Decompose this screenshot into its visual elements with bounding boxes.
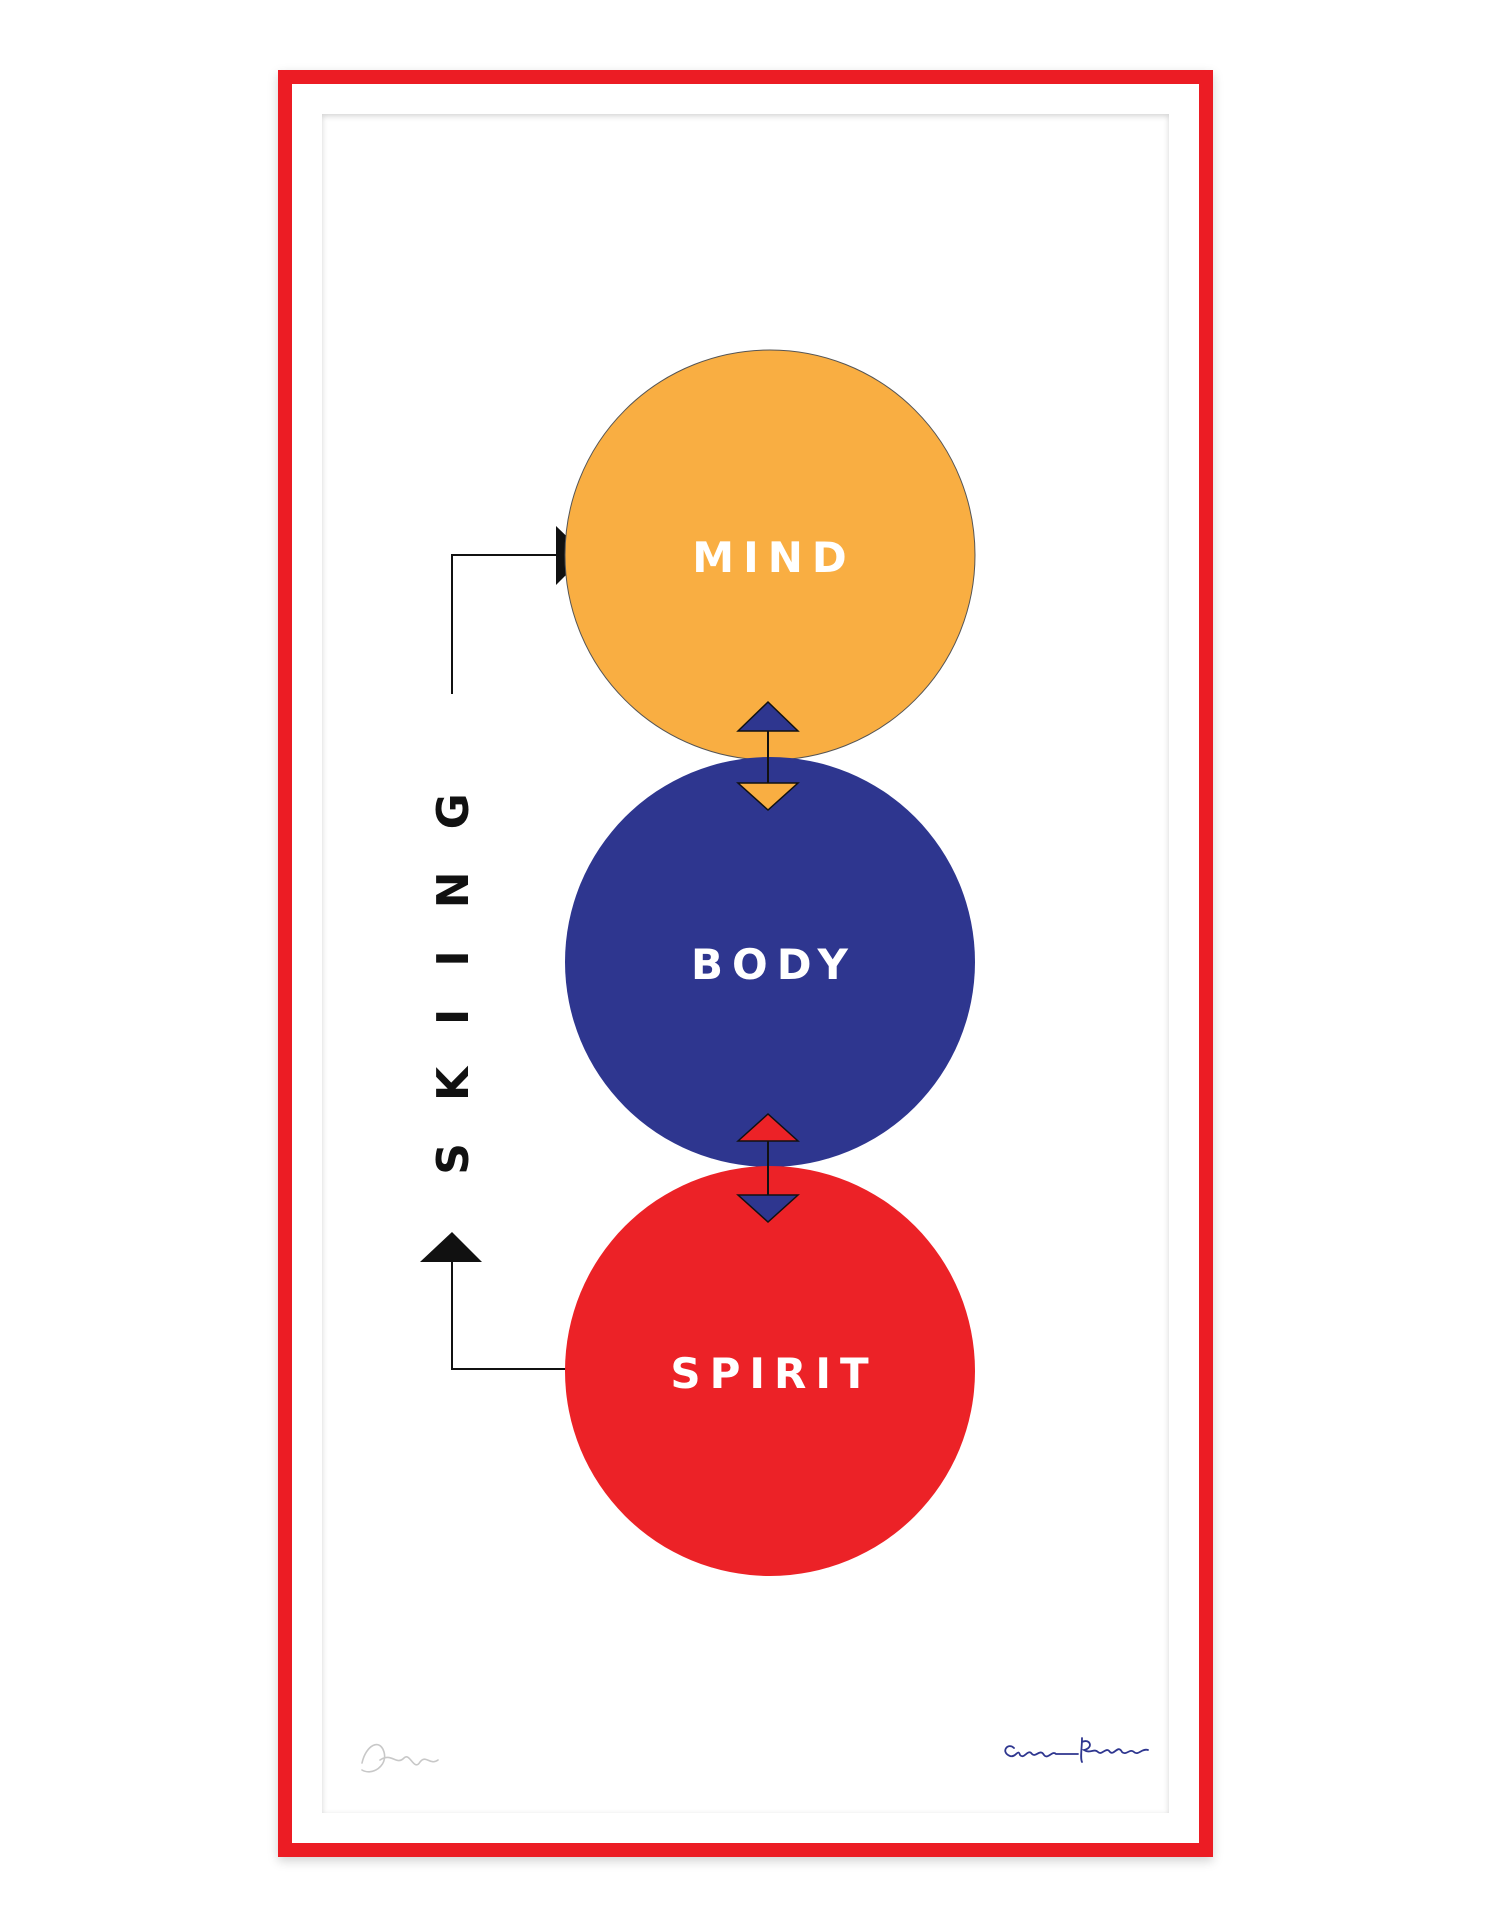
spirit-label: SPIRIT (670, 1349, 877, 1398)
body-label: BODY (691, 940, 857, 989)
skiing-vertical-title: SKIING (428, 751, 479, 1174)
bottom-connector-line (451, 1258, 586, 1370)
spirit-circle (565, 1166, 975, 1576)
mind-body-up-arrow-icon (736, 700, 800, 732)
body-circle (565, 757, 975, 1167)
bottom-arrowhead-icon (420, 1232, 482, 1262)
top-connector-line (451, 554, 562, 694)
body-spirit-down-arrow-icon (736, 1194, 800, 1224)
artist-signature (361, 1743, 439, 1773)
mind-label: MIND (692, 533, 855, 582)
mind-body-down-arrow-icon (736, 782, 800, 812)
body-spirit-up-arrow-icon (736, 1112, 800, 1142)
aspen-posters-signature (1004, 1737, 1149, 1763)
